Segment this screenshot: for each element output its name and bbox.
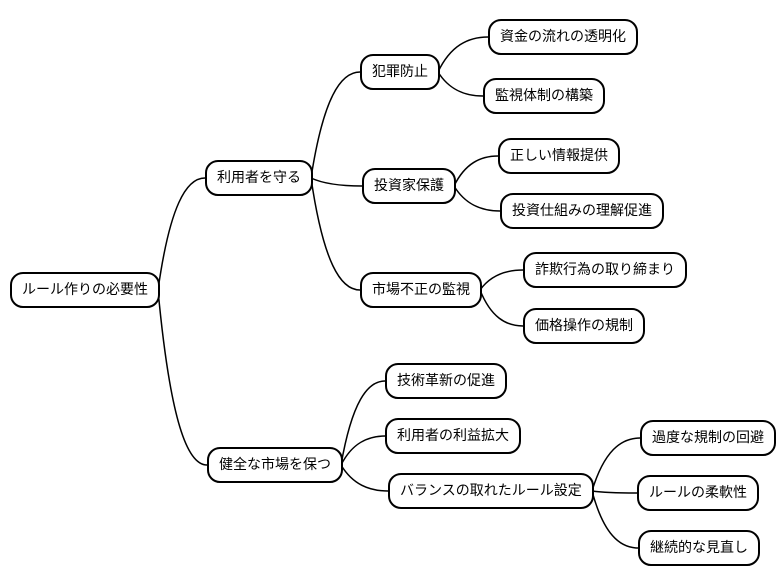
edge-protect-users-market-fraud-watch	[310, 177, 361, 291]
edge-crime-prevention-fund-transparency	[437, 36, 489, 73]
mindmap-node-correct-info[interactable]: 正しい情報提供	[498, 138, 620, 174]
mindmap-node-rule-flexibility[interactable]: ルールの柔軟性	[637, 475, 759, 511]
mindmap-node-fund-transparency[interactable]: 資金の流れの透明化	[488, 19, 638, 55]
edge-root-healthy-market	[157, 289, 208, 466]
mindmap-node-user-benefit[interactable]: 利用者の利益拡大	[385, 418, 521, 454]
node-label: 技術革新の促進	[397, 373, 495, 389]
mindmap-node-price-manipulation[interactable]: 価格操作の規制	[523, 308, 645, 344]
edge-balanced-rules-rule-flexibility	[591, 490, 638, 494]
mindmap-node-protect-users[interactable]: 利用者を守る	[205, 160, 313, 196]
node-label: 利用者を守る	[217, 170, 301, 186]
edge-investor-protection-correct-info	[453, 155, 499, 187]
edge-healthy-market-balanced-rules	[340, 464, 389, 492]
edge-balanced-rules-continuous-review	[591, 490, 639, 549]
mindmap-node-investor-protection[interactable]: 投資家保護	[362, 168, 456, 204]
edge-protect-users-crime-prevention	[310, 71, 361, 179]
node-label: 健全な市場を保つ	[219, 457, 331, 473]
node-label: ルール作りの必要性	[22, 282, 148, 298]
edge-investor-protection-investment-literacy	[453, 185, 501, 212]
mindmap-node-investment-literacy[interactable]: 投資仕組みの理解促進	[500, 193, 664, 229]
node-label: 正しい情報提供	[510, 148, 608, 164]
node-label: 市場不正の監視	[372, 282, 470, 298]
node-label: 価格操作の規制	[535, 318, 633, 334]
node-label: 利用者の利益拡大	[397, 428, 509, 444]
mindmap-node-crime-prevention[interactable]: 犯罪防止	[360, 54, 440, 90]
mindmap-node-market-fraud-watch[interactable]: 市場不正の監視	[360, 272, 482, 308]
edge-crime-prevention-monitoring-system	[437, 71, 484, 97]
mindmap-node-tech-innovation[interactable]: 技術革新の促進	[385, 363, 507, 399]
node-label: 投資家保護	[374, 178, 444, 194]
mindmap-node-root[interactable]: ルール作りの必要性	[10, 272, 160, 308]
mindmap-node-healthy-market[interactable]: 健全な市場を保つ	[207, 447, 343, 483]
edge-market-fraud-watch-price-manipulation	[479, 289, 524, 327]
edge-market-fraud-watch-fraud-crackdown	[479, 269, 524, 291]
mindmap-node-continuous-review[interactable]: 継続的な見直し	[638, 530, 760, 566]
mindmap-node-fraud-crackdown[interactable]: 詐欺行為の取り締まり	[523, 252, 687, 288]
node-label: 過度な規制の回避	[652, 430, 764, 446]
mindmap-node-avoid-overregulation[interactable]: 過度な規制の回避	[640, 420, 776, 456]
node-label: バランスの取れたルール設定	[400, 483, 582, 499]
node-label: 詐欺行為の取り締まり	[535, 262, 675, 278]
edge-protect-users-investor-protection	[310, 177, 363, 187]
node-label: 継続的な見直し	[650, 540, 748, 556]
edge-root-protect-users	[157, 177, 206, 291]
edge-healthy-market-tech-innovation	[340, 380, 386, 466]
node-label: 監視体制の構築	[495, 88, 593, 104]
node-label: ルールの柔軟性	[649, 485, 747, 501]
edge-healthy-market-user-benefit	[340, 435, 386, 466]
mindmap-node-balanced-rules[interactable]: バランスの取れたルール設定	[388, 473, 594, 509]
node-label: 犯罪防止	[372, 64, 428, 80]
mindmap-node-monitoring-system[interactable]: 監視体制の構築	[483, 78, 605, 114]
edge-balanced-rules-avoid-overregulation	[591, 437, 641, 492]
node-label: 投資仕組みの理解促進	[512, 203, 652, 219]
node-label: 資金の流れの透明化	[500, 29, 626, 45]
